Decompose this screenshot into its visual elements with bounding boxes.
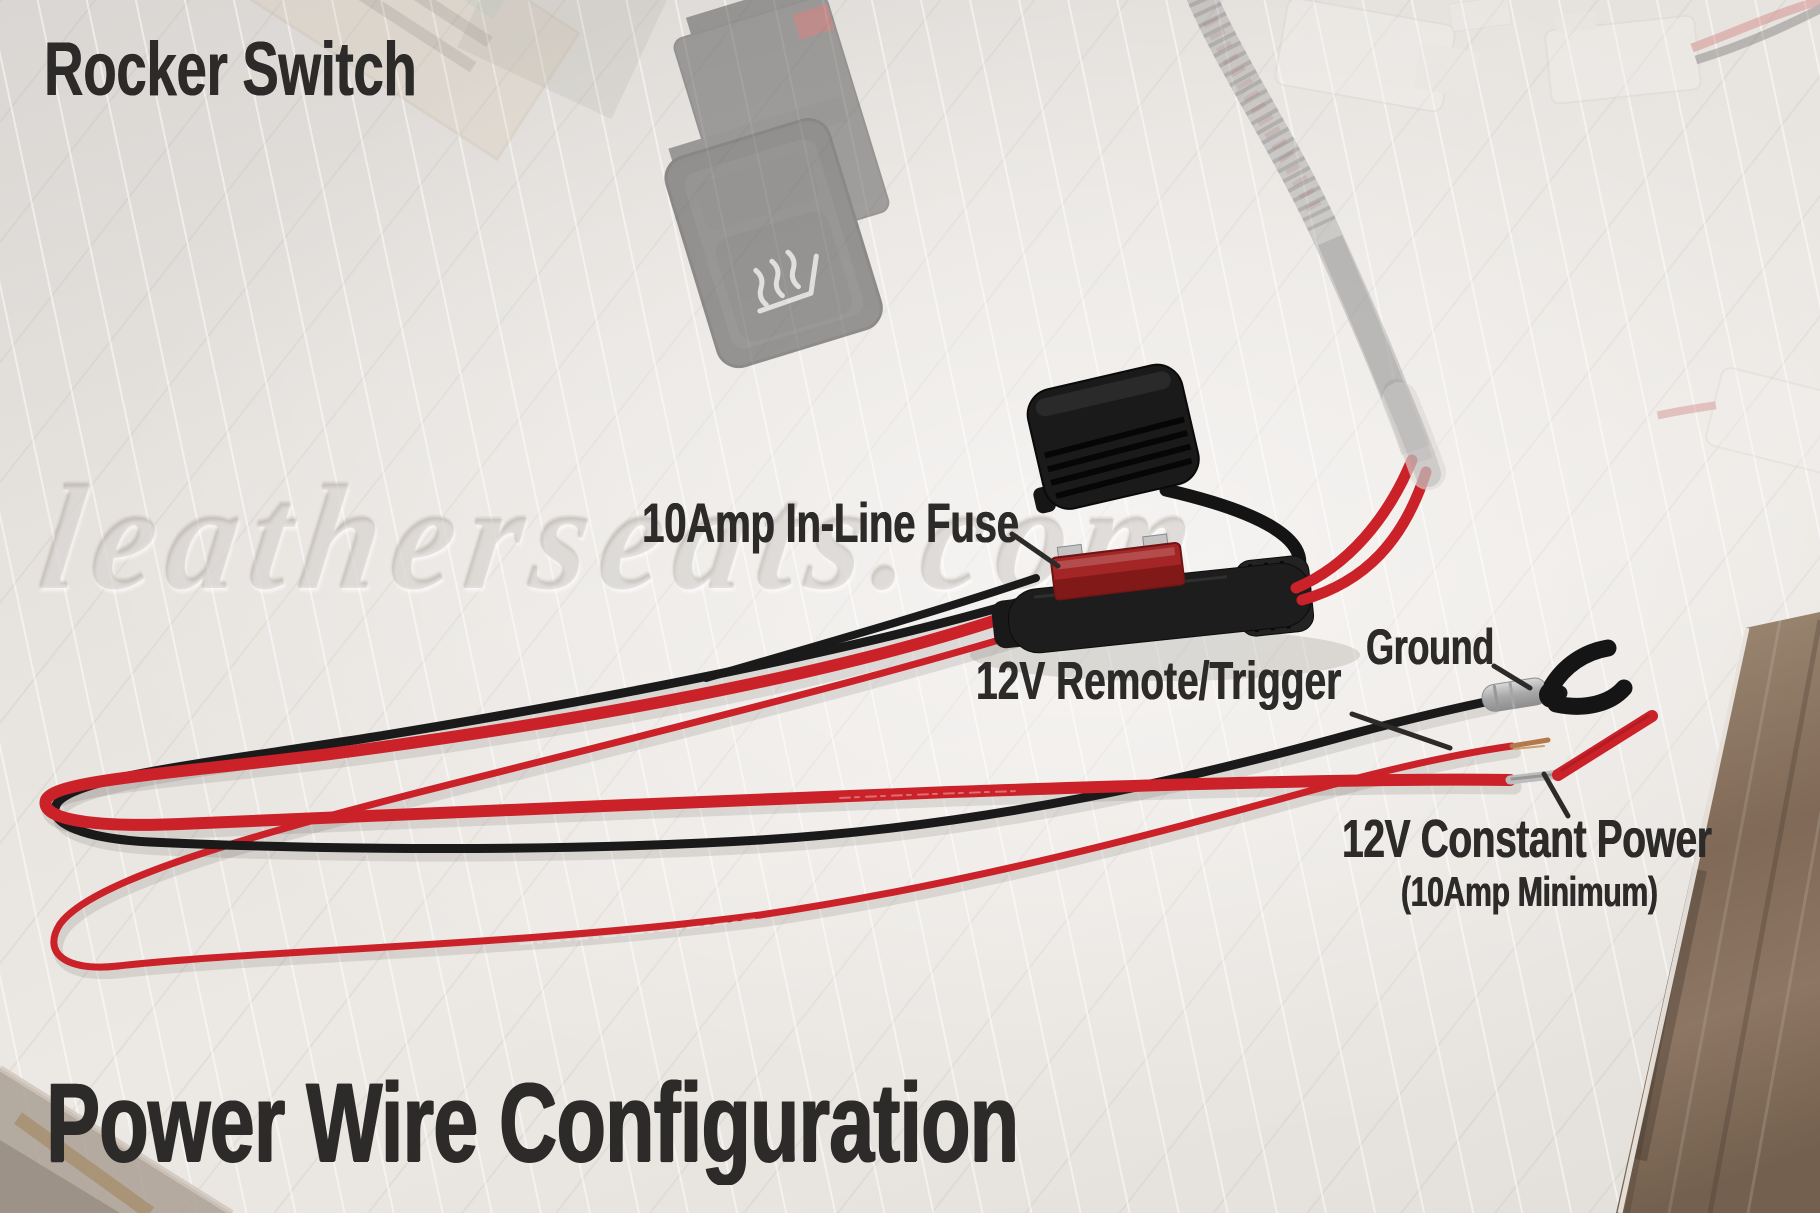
remote-trigger-wire [50,610,1551,971]
label-remote-trigger: 12V Remote/Trigger [976,651,1342,711]
fuse-feed-wires [1290,379,1446,606]
white-connector-ghost-2 [1544,0,1820,105]
heading-power-wire-configuration: Power Wire Configuration [46,1060,1019,1185]
label-constant-power-minimum: (10Amp Minimum) [1400,868,1658,915]
label-inline-fuse: 10Amp In-Line Fuse [642,491,1019,554]
heading-rocker-switch: Rocker Switch [44,27,417,112]
ghost-circuit-board [226,0,581,162]
blanket-edge [0,1065,234,1213]
ground-fork-terminal [1539,639,1633,715]
red-fuse [1050,533,1186,601]
heated-seat-icon [753,249,819,314]
white-connector-ghost-4 [1447,0,1513,33]
pointer-line-remote [1349,711,1453,751]
pointer-line-constant [1541,771,1571,819]
ghost-layer [226,0,1820,474]
rocker-switch-photo [664,0,890,369]
pointer-lines [1009,531,1571,819]
wood-floor [1616,612,1820,1213]
label-ground: Ground [1366,619,1494,675]
label-constant-power: 12V Constant Power [1342,809,1712,869]
fuse-holder-assembly [991,363,1446,654]
constant-power-wire [39,604,1658,831]
ground-wire [50,574,1633,853]
ghost-gray-connector [457,0,675,120]
white-connector-ghost-3 [1656,367,1820,474]
pointer-line-fuse [1009,531,1061,569]
pointer-line-ground [1491,663,1533,691]
fuse-cap [1026,363,1200,514]
bare-copper-tip [1509,737,1551,749]
white-connector-ghost-1 [1274,0,1481,113]
